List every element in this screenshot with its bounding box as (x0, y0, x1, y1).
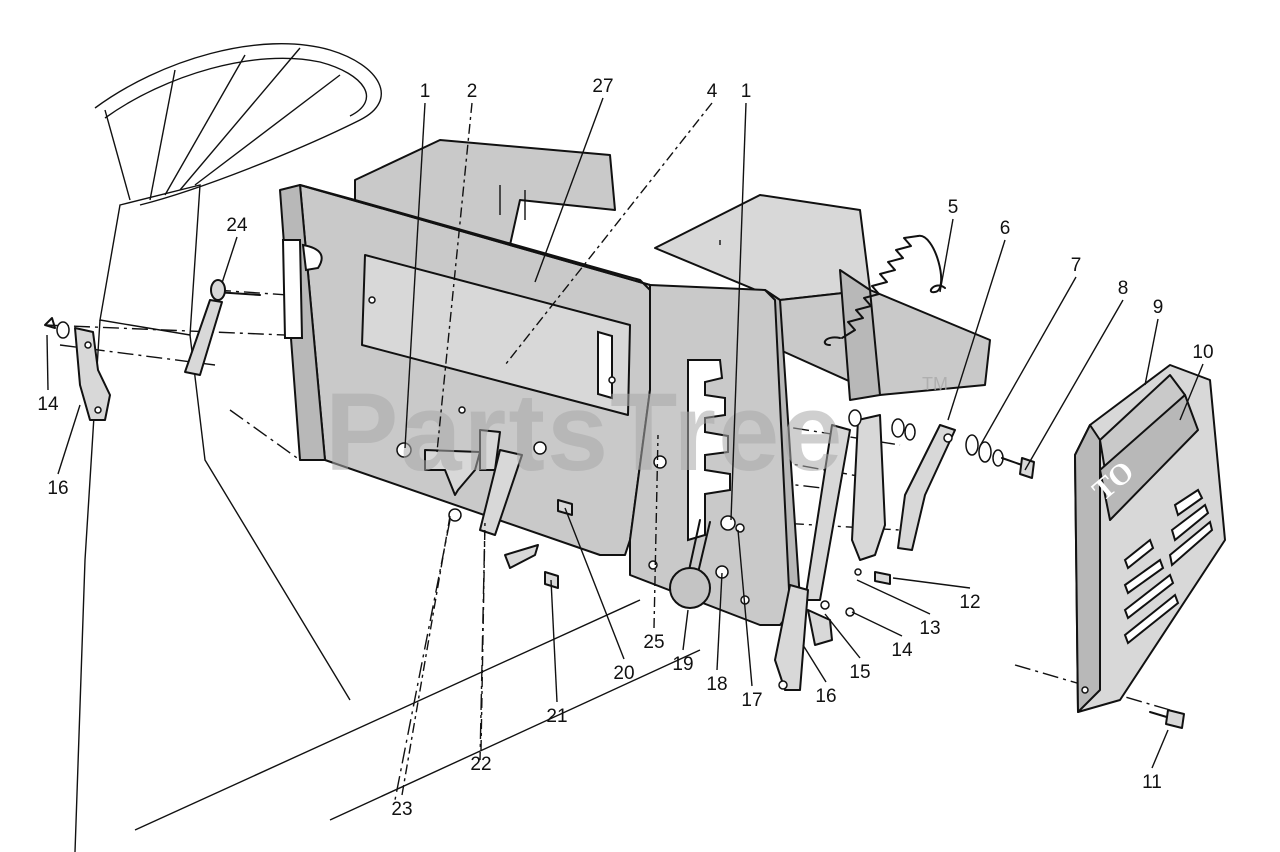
callout-label-c21: 21 (546, 706, 567, 727)
callout-leader-c12 (892, 577, 971, 589)
hood-logo-band (1099, 394, 1199, 521)
callout-leader-c9 (1144, 318, 1159, 386)
main-console (279, 184, 651, 556)
steering-wheel-reference (74, 43, 382, 852)
callout-leader-c4 (504, 102, 713, 366)
callout-label-c25: 25 (643, 632, 664, 653)
callout-label-c18: 18 (706, 674, 727, 695)
callout-label-c14a: 14 (37, 394, 59, 415)
bell-crank (848, 409, 1035, 551)
callout-leader-c1a (404, 102, 426, 449)
callout-label-c6: 6 (1000, 218, 1011, 239)
callout-label-c5: 5 (948, 197, 959, 218)
console-slot-left (281, 239, 304, 339)
lower-bracket (424, 406, 539, 569)
spring (823, 234, 946, 346)
callout-label-c9: 9 (1153, 297, 1164, 318)
shift-knob (669, 567, 711, 609)
callout-leader-c20 (564, 507, 625, 660)
callout-leader-c16b (802, 644, 827, 683)
callout-leader-c15 (824, 613, 861, 659)
callout-label-c7: 7 (1071, 255, 1082, 276)
callout-label-c8: 8 (1118, 278, 1129, 299)
callout-leader-c24 (221, 236, 238, 284)
decal-plate (361, 254, 631, 416)
console-side-panel (629, 284, 801, 626)
callout-leader-c6 (947, 239, 1006, 421)
callout-label-c19: 19 (672, 654, 693, 675)
callout-leader-c5 (939, 218, 954, 293)
shift-gate (687, 359, 731, 542)
callout-label-c10: 10 (1192, 342, 1213, 363)
watermark: PartsTree TM (325, 371, 948, 494)
callout-label-c16b: 16 (815, 686, 836, 707)
callout-leader-c16a (57, 404, 81, 475)
watermark-text: PartsTree (325, 371, 844, 494)
callout-label-c11: 11 (1142, 772, 1162, 793)
callout-label-c1a: 1 (420, 81, 431, 102)
callout-leader-c17 (737, 529, 753, 687)
callout-leader-c27 (534, 97, 604, 283)
callout-leader-c7 (979, 276, 1077, 447)
callout-leader-c23 (401, 515, 451, 796)
callout-label-c23: 23 (391, 799, 412, 820)
callout-label-c14b: 14 (891, 640, 913, 661)
callout-leader-c10 (1179, 363, 1204, 421)
callout-label-c2: 2 (467, 81, 478, 102)
callout-label-c22: 22 (470, 754, 491, 775)
callout-label-c24: 24 (226, 215, 248, 236)
callout-label-c16a: 16 (47, 478, 68, 499)
callout-label-c13: 13 (919, 618, 940, 639)
callout-leader-c14b (851, 611, 903, 637)
rear-hood-panel: TO (1074, 364, 1226, 729)
callout-leader-c13 (856, 579, 931, 615)
callout-label-c15: 15 (849, 662, 870, 683)
callout-leader-c14a (46, 334, 49, 391)
callout-label-c20: 20 (613, 663, 634, 684)
callout-label-c27: 27 (592, 76, 613, 97)
callout-leader-c21 (550, 579, 558, 703)
linkage-arms (774, 414, 886, 691)
watermark-trademark: TM (922, 374, 948, 394)
callout-label-c1b: 1 (741, 81, 752, 102)
callout-leader-c18 (716, 572, 723, 671)
callout-leader-c19 (682, 609, 689, 651)
callout-label-c4: 4 (707, 81, 718, 102)
callout-leader-c22 (480, 519, 486, 751)
callout-leader-c2 (436, 102, 473, 453)
steering-linkage (44, 279, 261, 421)
shift-lever (669, 519, 711, 609)
callout-label-c12: 12 (959, 592, 980, 613)
callout-leader-c11 (1151, 729, 1169, 769)
callout-leader-c1b (730, 102, 747, 521)
callout-leader-c8 (1024, 299, 1124, 471)
callout-label-c17: 17 (741, 690, 762, 711)
